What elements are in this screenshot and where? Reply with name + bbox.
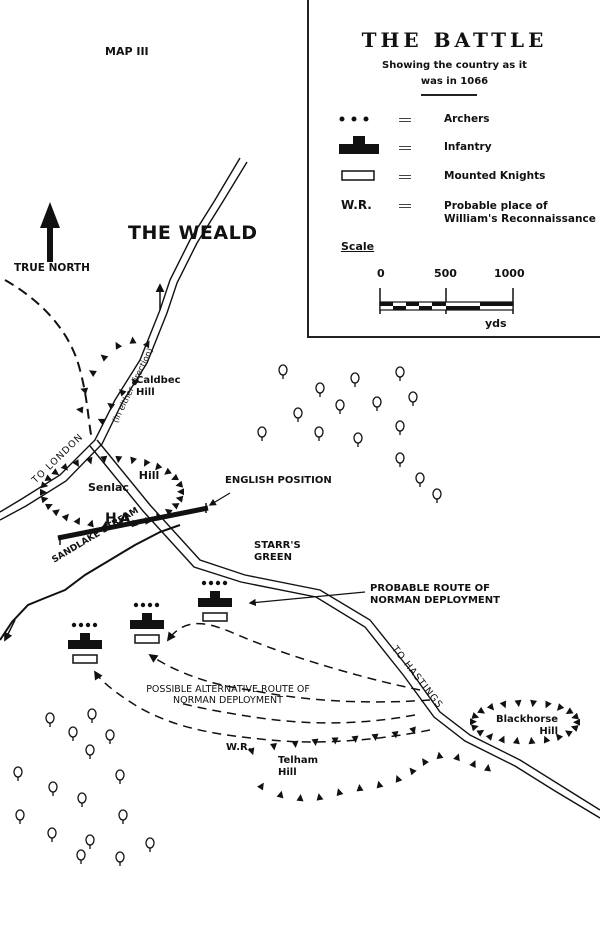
- norman-unit-centre: [130, 602, 164, 644]
- legend-subtitle-2: was in 1066: [420, 76, 489, 87]
- tree-icon: [415, 472, 425, 487]
- telham-upper-hachures: [247, 726, 416, 756]
- legend-box: THE BATTLE Showing the country as it was…: [307, 0, 600, 338]
- tree-icon: [85, 744, 95, 759]
- tree-icon: [68, 726, 78, 741]
- sandlake-stream: [0, 524, 181, 641]
- english-position-label: ENGLISH POSITION: [225, 475, 332, 486]
- legend-underline: [421, 94, 477, 96]
- english-position-pointer: [208, 492, 231, 506]
- scale-unit: yds: [485, 317, 507, 330]
- tree-icon: [432, 488, 442, 503]
- tree-icon: [105, 729, 115, 744]
- true-north-label: TRUE NORTH: [14, 262, 90, 274]
- woodland-trees: [13, 364, 442, 866]
- legend-equals: [399, 175, 411, 179]
- tree-icon: [353, 432, 363, 447]
- tree-icon: [76, 849, 86, 864]
- norman-units: [68, 580, 232, 664]
- norman-unit-left: [68, 622, 102, 664]
- hill-hachures: [39, 336, 581, 802]
- tree-icon: [315, 382, 325, 397]
- north-arrow-icon: [40, 202, 60, 262]
- tree-icon: [115, 851, 125, 866]
- scale-tick-1000: 1000: [494, 267, 525, 280]
- tree-icon: [85, 834, 95, 849]
- scale-bar: [379, 288, 514, 314]
- senlac-hill-label: Senlac Hill: [88, 469, 160, 494]
- scale-title: Scale: [341, 240, 375, 253]
- tree-icon: [314, 426, 324, 441]
- tree-icon: [408, 391, 418, 406]
- road-to-london: [0, 157, 248, 521]
- scale-tick-500: 500: [434, 267, 457, 280]
- tree-icon: [350, 372, 360, 387]
- legend-equals: [399, 204, 411, 208]
- dashed-boundary: [4, 279, 93, 441]
- ha-label: HA: [105, 511, 134, 527]
- legend-knights-label: Mounted Knights: [444, 170, 546, 182]
- scale-tick-0: 0: [377, 267, 385, 280]
- map-number: MAP III: [105, 45, 149, 58]
- norman-routes: [94, 622, 431, 743]
- legend-wr-symbol: W.R.: [341, 198, 372, 212]
- tree-icon: [395, 452, 405, 467]
- tree-icon: [118, 809, 128, 824]
- legend-subtitle-1: Showing the country as it: [382, 60, 527, 71]
- tree-icon: [145, 837, 155, 852]
- tree-icon: [13, 766, 23, 781]
- tree-icon: [335, 399, 345, 414]
- weald-label: THE WEALD: [128, 222, 258, 244]
- tree-icon: [48, 781, 58, 796]
- tree-icon: [257, 426, 267, 441]
- legend-equals: [399, 146, 411, 150]
- telham-lower-hachures: [257, 751, 491, 802]
- wr-label: W.R.: [226, 742, 252, 753]
- archers-dots-icon: [339, 116, 369, 122]
- tree-icon: [15, 809, 25, 824]
- tree-icon: [278, 364, 288, 379]
- legend-archers-label: Archers: [444, 113, 490, 125]
- tree-icon: [115, 769, 125, 784]
- legend-title: THE BATTLE: [361, 28, 548, 52]
- tree-icon: [293, 407, 303, 422]
- blackhorse-hachures: [469, 699, 581, 745]
- road-to-hastings: [89, 439, 600, 819]
- tree-icon: [77, 792, 87, 807]
- legend-infantry-label: Infantry: [444, 141, 492, 153]
- stream-arrow: [4, 619, 16, 642]
- tree-icon: [87, 708, 97, 723]
- tree-icon: [372, 396, 382, 411]
- caldbec-hachures: [76, 336, 150, 414]
- tree-icon: [45, 712, 55, 727]
- tree-icon: [395, 420, 405, 435]
- knights-rect-icon: [341, 170, 375, 181]
- legend-equals: [399, 118, 411, 122]
- english-position-line: [57, 503, 209, 545]
- norman-unit-right: [198, 580, 232, 622]
- tree-icon: [47, 827, 57, 842]
- tree-icon: [395, 366, 405, 381]
- probable-route-pointer: [248, 591, 366, 607]
- infantry-block-icon: [339, 136, 379, 154]
